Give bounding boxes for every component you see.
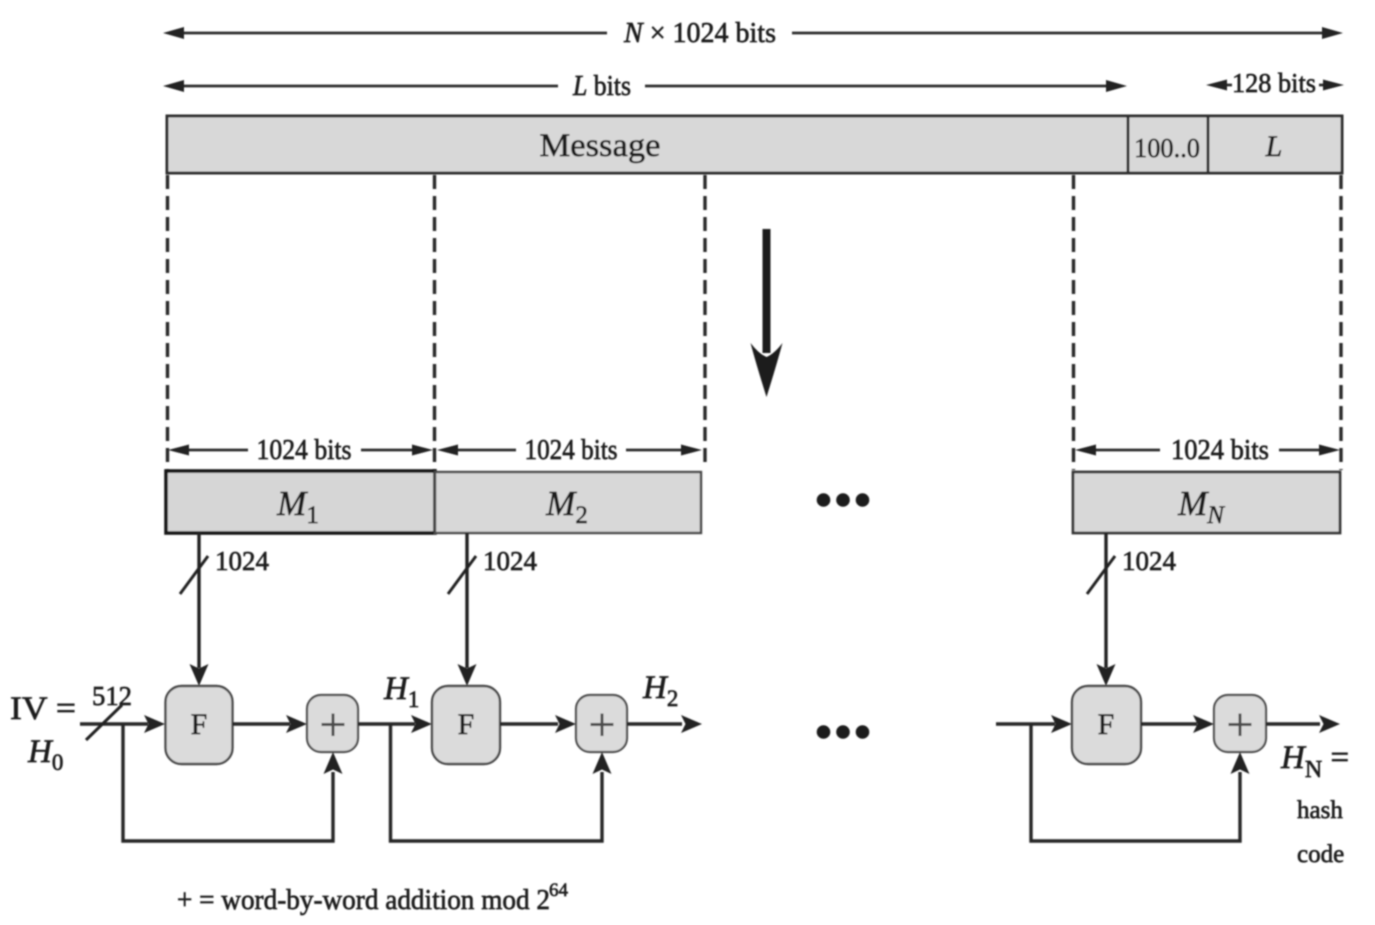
svg-text:64: 64 <box>549 880 569 901</box>
svg-text:F: F <box>458 708 475 741</box>
svg-text:HN =: HN = <box>1280 740 1349 783</box>
svg-text:1024 bits: 1024 bits <box>257 435 352 466</box>
svg-text:Message: Message <box>540 128 661 164</box>
svg-text:H2: H2 <box>642 670 678 711</box>
svg-text:F: F <box>191 708 208 741</box>
svg-text:1024 bits: 1024 bits <box>525 435 618 466</box>
svg-text:L bits: L bits <box>572 71 631 102</box>
svg-text:1024 bits: 1024 bits <box>1171 435 1269 466</box>
svg-text:H0: H0 <box>27 734 63 775</box>
svg-text:100..0: 100..0 <box>1134 133 1200 163</box>
svg-text:128 bits: 128 bits <box>1232 68 1316 98</box>
svg-text:1024: 1024 <box>215 546 270 576</box>
svg-text:H1: H1 <box>383 671 419 712</box>
svg-text:512: 512 <box>92 681 132 711</box>
svg-text:1024: 1024 <box>483 546 538 576</box>
svg-text:M2: M2 <box>545 484 588 529</box>
svg-text:code: code <box>1297 841 1344 868</box>
svg-text:IV =: IV = <box>10 691 76 727</box>
svg-text:+ = word-by-word addition mod: + = word-by-word addition mod 2 <box>177 885 550 916</box>
svg-text:L: L <box>1265 130 1283 163</box>
svg-text:1024: 1024 <box>1122 546 1177 576</box>
svg-text:hash: hash <box>1297 797 1343 824</box>
svg-text:N × 1024 bits: N × 1024 bits <box>623 18 776 49</box>
svg-text:F: F <box>1098 708 1115 741</box>
